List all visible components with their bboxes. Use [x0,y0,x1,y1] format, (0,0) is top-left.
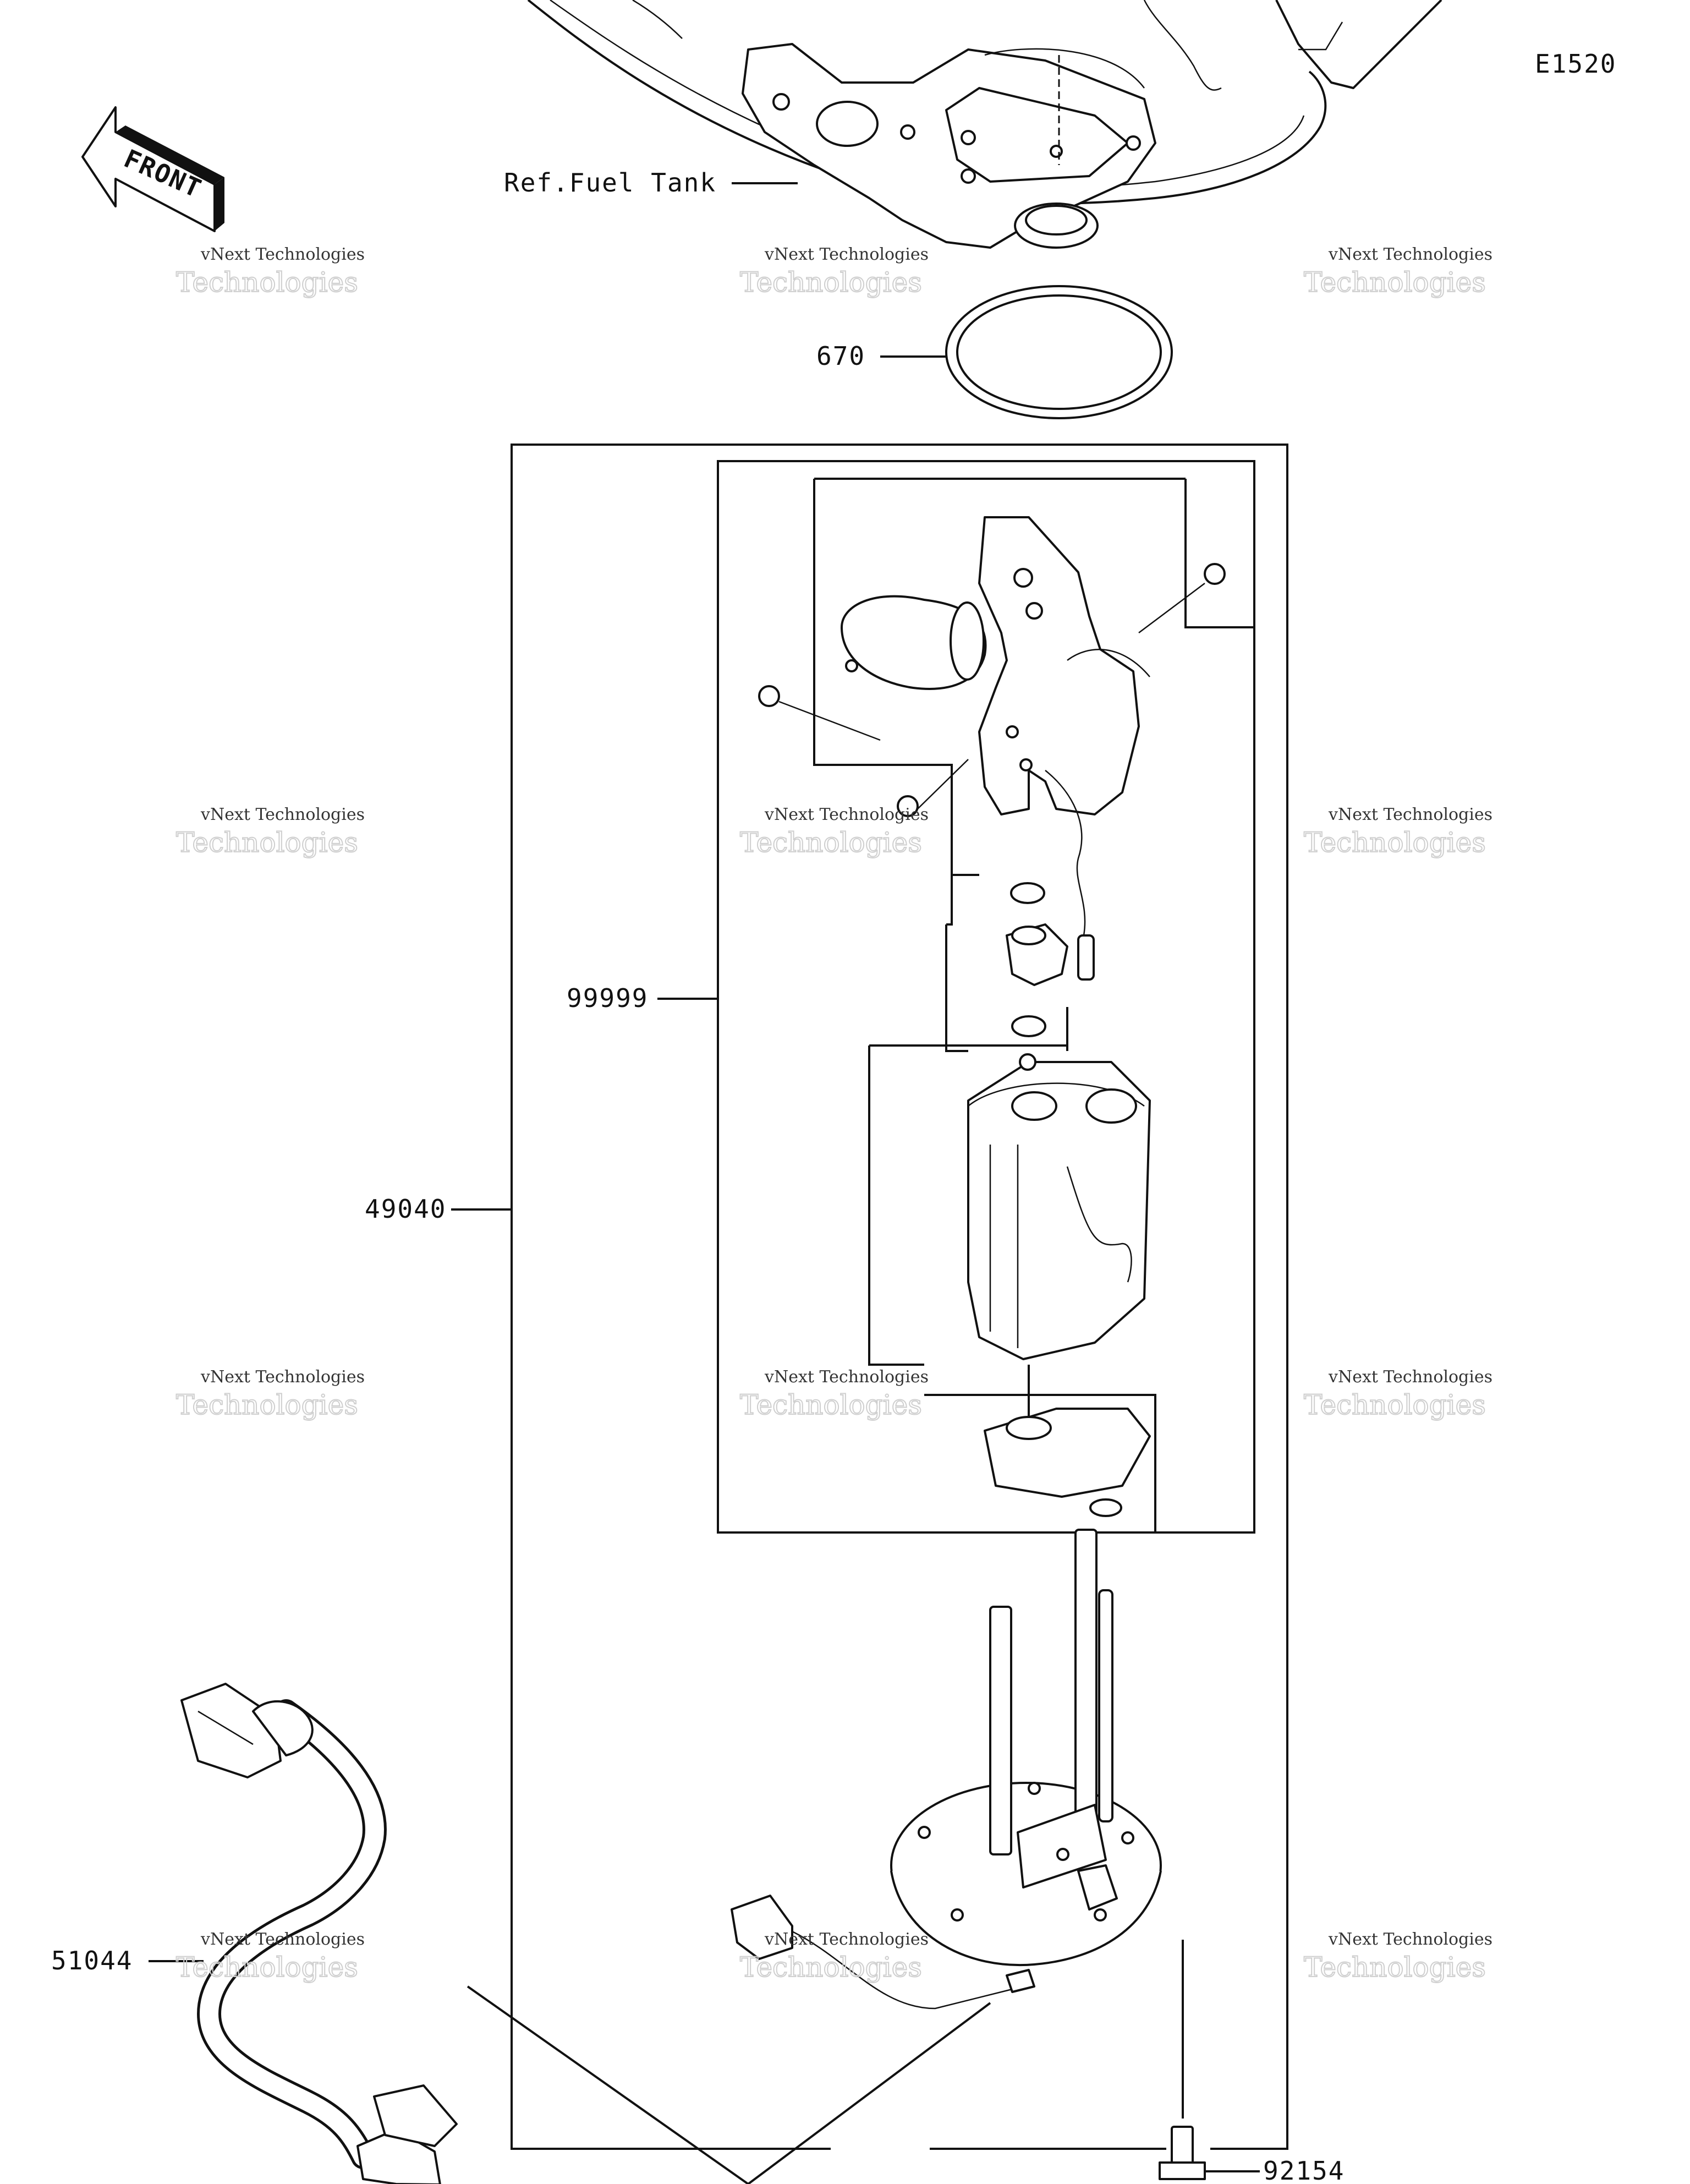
svg-text:Technologies: Technologies [740,826,922,858]
svg-text:vNext Technologies: vNext Technologies [764,805,929,824]
svg-text:Technologies: Technologies [1304,266,1486,298]
svg-text:vNext Technologies: vNext Technologies [1328,245,1493,264]
svg-text:vNext Technologies: vNext Technologies [1328,805,1493,824]
bolt-92154 [1159,1940,1206,2180]
svg-text:Technologies: Technologies [740,266,922,298]
label-49040: 49040 [365,1194,446,1224]
svg-text:Technologies: Technologies [1304,1951,1486,1983]
fuel-pump [967,1053,1151,1360]
small-o-ring-upper [1010,882,1045,904]
svg-text:vNext Technologies: vNext Technologies [200,1930,365,1949]
bracket-99999 [717,460,1255,1534]
svg-text:Technologies: Technologies [740,1951,922,1983]
svg-text:vNext Technologies: vNext Technologies [1328,1367,1493,1387]
svg-text:Technologies: Technologies [1304,826,1486,858]
svg-text:vNext Technologies: vNext Technologies [200,245,365,264]
label-99999: 99999 [567,983,648,1013]
small-o-ring-bottom [1089,1498,1122,1517]
watermark: Technologies vNext Technologies Technolo… [175,245,1493,1984]
svg-text:vNext Technologies: vNext Technologies [764,1367,929,1387]
o-ring-670 [945,285,1173,419]
pump-connector [1006,923,1068,986]
svg-text:Technologies: Technologies [740,1389,922,1421]
bracket-49040 [511,444,1288,2150]
label-92154: 92154 [1263,2156,1345,2184]
fuel-tank [527,0,1442,396]
label-51044: 51044 [51,1946,133,1975]
svg-text:vNext Technologies: vNext Technologies [200,1367,365,1387]
svg-text:Technologies: Technologies [176,1951,358,1983]
label-fuel-tank: Ref.Fuel Tank [504,168,716,198]
front-arrow-icon: FRONT [81,106,224,232]
pump-holder [984,1365,1151,1498]
svg-text:Technologies: Technologies [1304,1389,1486,1421]
wire-harness-51044 [180,1683,458,2184]
diagram-code: E1520 [1535,49,1616,79]
svg-text:Technologies: Technologies [176,826,358,858]
svg-text:vNext Technologies: vNext Technologies [764,245,929,264]
svg-text:vNext Technologies: vNext Technologies [764,1930,929,1949]
svg-text:Technologies: Technologies [176,1389,358,1421]
base-connector [731,1895,1013,2010]
svg-text:vNext Technologies: vNext Technologies [1328,1930,1493,1949]
pump-base-flange [890,1529,1162,1993]
label-670: 670 [816,341,865,371]
fuel-level-sender [758,516,1226,981]
small-o-ring-lower [1011,1015,1046,1037]
svg-text:Technologies: Technologies [176,266,358,298]
svg-text:vNext Technologies: vNext Technologies [200,805,365,824]
